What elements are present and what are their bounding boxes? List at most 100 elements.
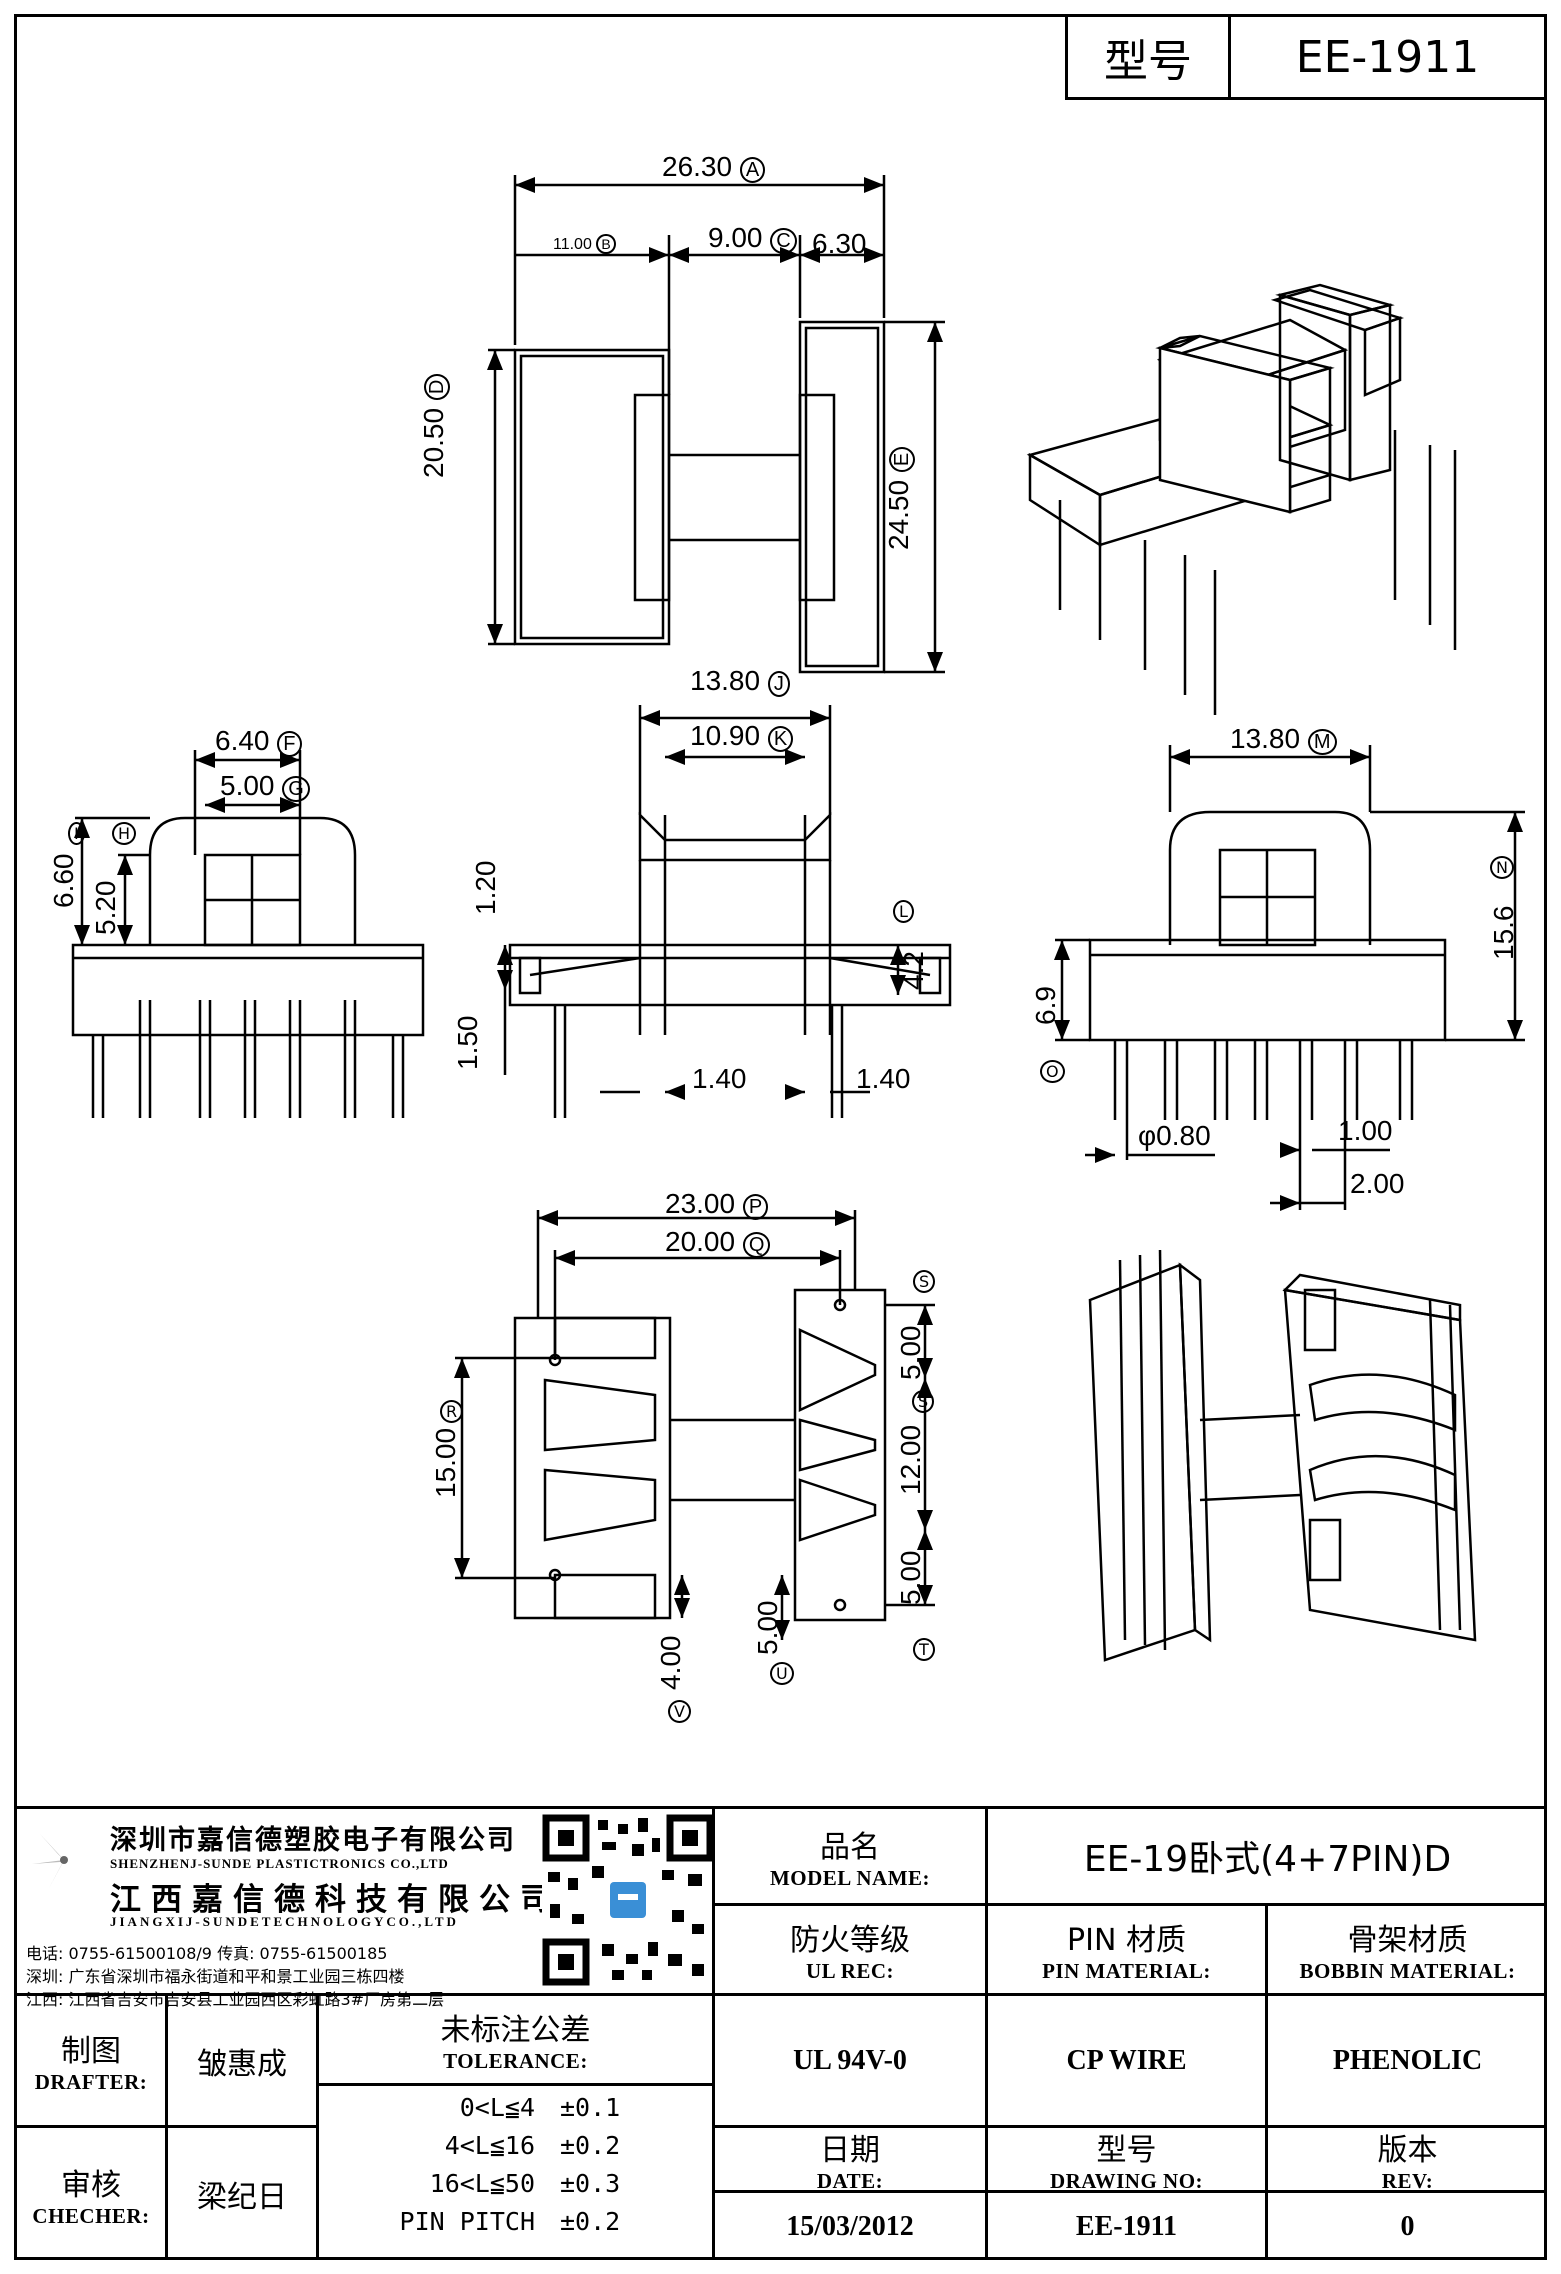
dim-top-total: 26.30 A [662, 151, 766, 183]
tol-value: ±0.1 [560, 2093, 621, 2122]
side-pins-left [91, 1000, 405, 1118]
tb-divider [712, 2125, 1547, 2128]
company-logo-icon [28, 1824, 100, 1896]
tb-divider [985, 1806, 988, 2260]
tb-divider [14, 1993, 712, 1996]
tol-range: PIN PITCH [399, 2207, 535, 2236]
dim-bot-r2: 12.00 [895, 1424, 926, 1495]
mark-bot-r3: T [913, 1638, 935, 1661]
isometric-view-top [1026, 283, 1457, 715]
dim-top-mid: 9.00 C [708, 222, 797, 254]
tb-divider [316, 1993, 319, 2260]
rev-value: 0 [1400, 2210, 1415, 2242]
dim-right-h2: 6.9 [1030, 986, 1061, 1025]
dim-front-h3: 4.2 [898, 951, 929, 990]
dim-bot-h1: 15.00 [430, 1427, 461, 1498]
model-value: EE-1911 [1295, 31, 1480, 83]
dim-top-h-left: 20.50 D [418, 373, 450, 478]
dim-top-right: 6.30 [812, 228, 867, 259]
tol-range: 0<L≦4 [459, 2093, 535, 2122]
pin-material-label: PIN 材质 PIN MATERIAL: [1042, 1923, 1211, 1983]
dim-side-h1: 6.60 [48, 853, 79, 909]
dim-front-h2: 1.50 [452, 1015, 483, 1071]
company-name-cn-2: 江西嘉信德科技有限公司 [110, 1882, 561, 1918]
model-header-box: 型号 EE-1911 [1065, 14, 1547, 100]
tol-value: ±0.2 [560, 2207, 621, 2236]
model-name-value: EE-19卧式(4+7PIN)D [1083, 1839, 1452, 1880]
dim-front-p2: 1.40 [856, 1063, 911, 1094]
tb-divider [165, 1993, 168, 2260]
technical-drawing [71, 175, 1525, 1662]
drawing-frame [14, 14, 1547, 2260]
dim-side-w2: 5.00 G [220, 770, 310, 802]
tb-divider [1265, 1903, 1268, 2260]
rev-label: 版本 REV: [1377, 2132, 1438, 2193]
top-view [487, 175, 945, 674]
dim-side-h2: 5.20 [90, 880, 121, 936]
mark-front-h3: L [893, 900, 914, 923]
qr-code-icon [542, 1814, 714, 1986]
tb-divider [712, 1993, 1547, 1996]
dim-top-h-right: 24.50 E [883, 446, 915, 550]
dim-bot-l1: 5.00 [752, 1600, 783, 1656]
date-label: 日期 DATE: [816, 2132, 884, 2193]
tb-divider [712, 1806, 715, 2260]
bobbin-material-value: PHENOLIC [1332, 2044, 1483, 2076]
company-name-en-1: SHENZHENJ-SUNDE PLASTICTRONICS CO.,LTD [110, 1856, 449, 1871]
company-info: 深圳市嘉信德塑胶电子有限公司 SHENZHENJ-SUNDE PLASTICTR… [14, 1810, 714, 2009]
dim-top-left: 11.00 B [553, 234, 616, 254]
mark-bot-r2: S [912, 1390, 935, 1413]
mark-right-h: N [1490, 856, 1514, 879]
pin-material-value: CP WIRE [1066, 2044, 1187, 2076]
dim-bot-w2: 20.00 Q [665, 1226, 771, 1258]
tol-value: ±0.2 [560, 2131, 621, 2160]
ul-rec-label: 防火等级 UL REC: [790, 1923, 910, 1983]
company-address-sz: 深圳: 广东省深圳市福永街道和平和景工业园三栋四楼 [26, 1967, 405, 1986]
model-name-label: 品名 MODEL NAME: [769, 1829, 931, 1890]
dim-bot-l2: 4.00 [655, 1635, 686, 1691]
company-name-en-2: JIANGXIJ-SUNDETECHNOLOGYCO.,LTD [110, 1914, 459, 1929]
tol-range: 4<L≦16 [444, 2131, 535, 2160]
mark-bot-h1: R [440, 1400, 464, 1423]
mark-side-h1: I [68, 822, 85, 845]
side-view-right [1054, 745, 1525, 1211]
side-pins-right [1113, 1040, 1414, 1120]
front-view [497, 705, 952, 1118]
bottom-view [454, 1210, 935, 1640]
dim-bot-r1: 5.00 [895, 1325, 926, 1381]
tol-value: ±0.3 [560, 2169, 621, 2198]
tol-range: 16<L≦50 [429, 2169, 535, 2198]
date-value: 15/03/2012 [786, 2210, 914, 2242]
tolerance-label: 未标注公差 TOLERANCE: [440, 2013, 591, 2073]
drawing-no-label: 型号 DRAWING NO: [1049, 2132, 1204, 2193]
dim-right-h: 15.6 [1488, 905, 1519, 961]
dim-pin-dia: φ0.80 [1138, 1120, 1211, 1151]
side-view-left [71, 750, 425, 1118]
dim-front-w2: 10.90 K [690, 720, 794, 752]
tb-divider [712, 1903, 1547, 1906]
company-contact: 电话: 0755-61500108/9 传真: 0755-61500185 [26, 1944, 388, 1963]
model-label: 型号 [1068, 17, 1231, 97]
dim-right-w: 13.80 M [1230, 723, 1337, 755]
mark-bot-l1: U [770, 1662, 794, 1685]
mark-right-h2: O [1040, 1060, 1065, 1083]
title-block [14, 1806, 1547, 2260]
dim-pin-w: 1.00 [1338, 1115, 1393, 1146]
checker-label: 审核 CHECHER: [32, 2167, 150, 2228]
dim-bot-w1: 23.00 P [665, 1188, 769, 1220]
mark-side-h2: H [112, 822, 137, 845]
dim-front-w1: 13.80 J [690, 665, 790, 697]
mark-bot-l2: V [668, 1700, 691, 1723]
dim-front-p1: 1.40 [692, 1063, 747, 1094]
drafter-value: 皱惠成 [197, 2046, 287, 2082]
ul-rec-value: UL 94V-0 [793, 2044, 907, 2076]
bobbin-material-label: 骨架材质 BOBBIN MATERIAL: [1299, 1923, 1516, 1983]
tb-divider [319, 2083, 712, 2086]
dim-front-h1: 1.20 [470, 860, 501, 916]
dim-pin-pitch: 2.00 [1350, 1168, 1405, 1199]
checker-value: 梁纪日 [197, 2180, 287, 2215]
tb-divider [712, 2190, 1547, 2193]
mark-bot-r1: S [913, 1270, 936, 1293]
drafter-label: 制图 DRAFTER: [34, 2034, 148, 2094]
dim-bot-r3: 5.00 [895, 1550, 926, 1606]
